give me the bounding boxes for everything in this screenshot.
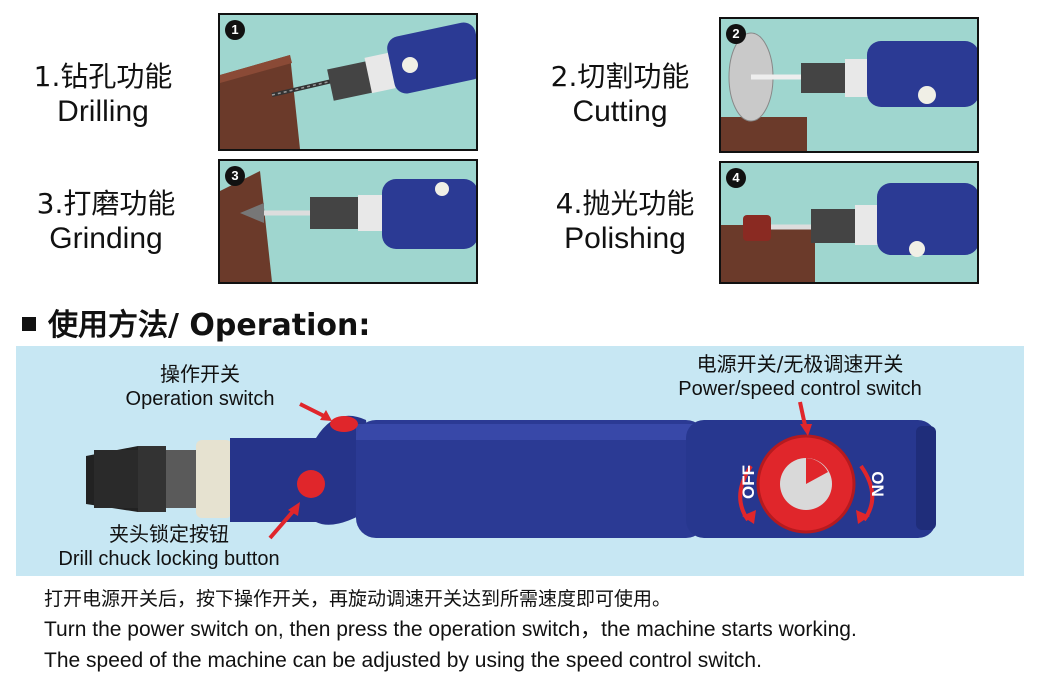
- callout-zh: 操作开关: [160, 362, 240, 386]
- photo-drilling: 1: [218, 13, 478, 151]
- function-en: Cutting: [572, 94, 668, 128]
- callout-zh: 夹头锁定按钮: [109, 522, 229, 546]
- chuck-lock-button[interactable]: [297, 470, 325, 498]
- operation-switch-button[interactable]: [330, 416, 358, 432]
- function-label-cutting: 2.切割功能 Cutting: [540, 60, 700, 130]
- photo-number: 3: [225, 166, 245, 186]
- function-label-drilling: 1.钻孔功能 Drilling: [28, 60, 178, 130]
- photo-number: 2: [726, 24, 746, 44]
- function-zh: 4.抛光功能: [555, 187, 695, 220]
- callout-zh: 电源开关/无极调速开关: [696, 352, 904, 376]
- instructions: 打开电源开关后，按下操作开关，再旋动调速开关达到所需速度即可使用。 Turn t…: [44, 585, 857, 677]
- callout-en: Power/speed control switch: [678, 378, 922, 400]
- instructions-zh: 打开电源开关后，按下操作开关，再旋动调速开关达到所需速度即可使用。: [44, 588, 672, 610]
- function-en: Grinding: [49, 221, 163, 255]
- instructions-en-line1: Turn the power switch on, then press the…: [44, 617, 857, 641]
- operation-panel: OFF ON: [16, 346, 1024, 576]
- callout-chuck-button: 夹头锁定按钮 Drill chuck locking button: [44, 522, 294, 572]
- callout-en: Drill chuck locking button: [58, 548, 280, 570]
- callout-power-switch: 电源开关/无极调速开关 Power/speed control switch: [660, 352, 940, 402]
- function-zh: 2.切割功能: [550, 60, 690, 93]
- section-title-text: 使用方法/ Operation:: [48, 308, 371, 343]
- photo-polishing: 4: [719, 161, 979, 284]
- function-zh: 1.钻孔功能: [33, 60, 173, 93]
- photo-grinding: 3: [218, 159, 478, 284]
- dial-off-label: OFF: [739, 465, 758, 499]
- function-label-grinding: 3.打磨功能 Grinding: [26, 187, 186, 257]
- instructions-en-line2: The speed of the machine can be adjusted…: [44, 649, 762, 672]
- photo-cutting: 2: [719, 17, 979, 153]
- function-zh: 3.打磨功能: [36, 187, 176, 220]
- callout-en: Operation switch: [125, 388, 275, 410]
- function-en: Polishing: [564, 221, 686, 255]
- function-label-polishing: 4.抛光功能 Polishing: [540, 187, 710, 257]
- callout-operation-switch: 操作开关 Operation switch: [110, 362, 290, 412]
- function-en: Drilling: [57, 94, 149, 128]
- rotary-tool-illustration: [86, 401, 936, 540]
- photo-number: 4: [726, 168, 746, 188]
- square-bullet-icon: [22, 316, 36, 331]
- photo-number: 1: [225, 20, 245, 40]
- dial-on-label: ON: [867, 471, 887, 497]
- section-title: 使用方法/ Operation:: [22, 300, 370, 344]
